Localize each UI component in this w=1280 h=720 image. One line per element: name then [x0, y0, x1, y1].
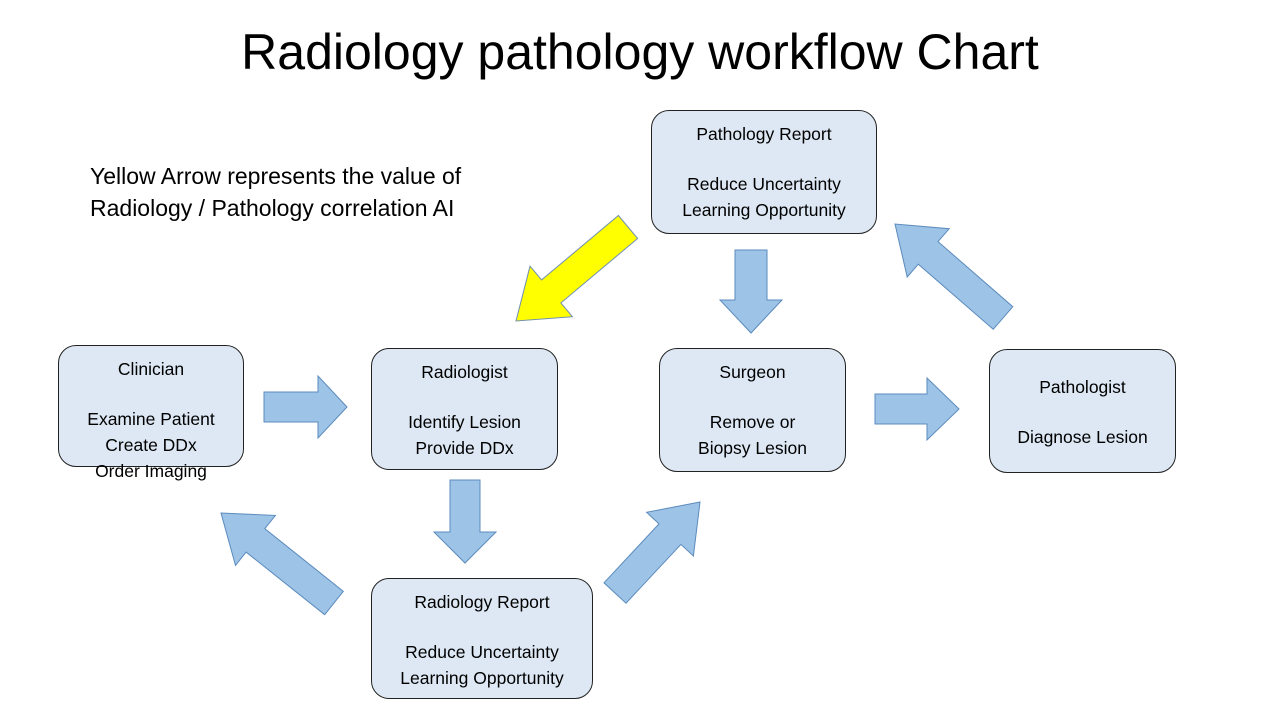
arrow-radiologist-to-radiology-report — [432, 479, 498, 564]
arrow-pathologist-to-pathology-report — [894, 223, 1014, 331]
node-pathologist: Pathologist Diagnose Lesion — [989, 349, 1176, 473]
legend-note: Yellow Arrow represents the value of Rad… — [90, 160, 461, 224]
node-title: Clinician — [117, 359, 185, 379]
node-title: Pathologist — [1039, 377, 1126, 397]
node-line: Order Imaging — [95, 461, 207, 481]
node-line: Biopsy Lesion — [698, 438, 807, 458]
node-line: Create DDx — [105, 435, 197, 455]
node-surgeon: Surgeon Remove or Biopsy Lesion — [659, 348, 846, 472]
arrow-pathology-report-to-surgeon — [718, 249, 784, 334]
node-line: Learning Opportunity — [682, 200, 846, 220]
arrow-radiology-report-to-clinician — [220, 512, 345, 616]
node-line: Reduce Uncertainty — [687, 174, 841, 194]
legend-note-line: Radiology / Pathology correlation AI — [90, 195, 455, 221]
node-title: Surgeon — [719, 362, 786, 382]
node-line: Identify Lesion — [408, 412, 521, 432]
node-radiology-report: Radiology Report Reduce Uncertainty Lear… — [371, 578, 593, 699]
node-line: Learning Opportunity — [400, 668, 564, 688]
chart-title: Radiology pathology workflow Chart — [241, 24, 1039, 80]
node-clinician: Clinician Examine Patient Create DDx Ord… — [58, 345, 244, 481]
node-title: Pathology Report — [696, 124, 832, 144]
node-line: Provide DDx — [415, 438, 514, 458]
node-line: Reduce Uncertainty — [405, 642, 559, 662]
arrow-clinician-to-radiologist — [263, 374, 348, 440]
legend-note-line: Yellow Arrow represents the value of — [90, 163, 462, 189]
node-pathology-report: Pathology Report Reduce Uncertainty Lear… — [651, 110, 877, 234]
ai-arrow-pathology-report-to-radiologist — [515, 214, 639, 322]
node-radiologist: Radiologist Identify Lesion Provide DDx — [371, 348, 558, 470]
node-line: Examine Patient — [87, 409, 215, 429]
node-line: Diagnose Lesion — [1017, 427, 1148, 447]
arrow-radiology-report-to-surgeon — [603, 501, 701, 604]
node-title: Radiology Report — [414, 592, 550, 612]
node-line: Remove or — [709, 412, 796, 432]
arrow-surgeon-to-pathologist — [874, 376, 960, 442]
node-title: Radiologist — [421, 362, 508, 382]
